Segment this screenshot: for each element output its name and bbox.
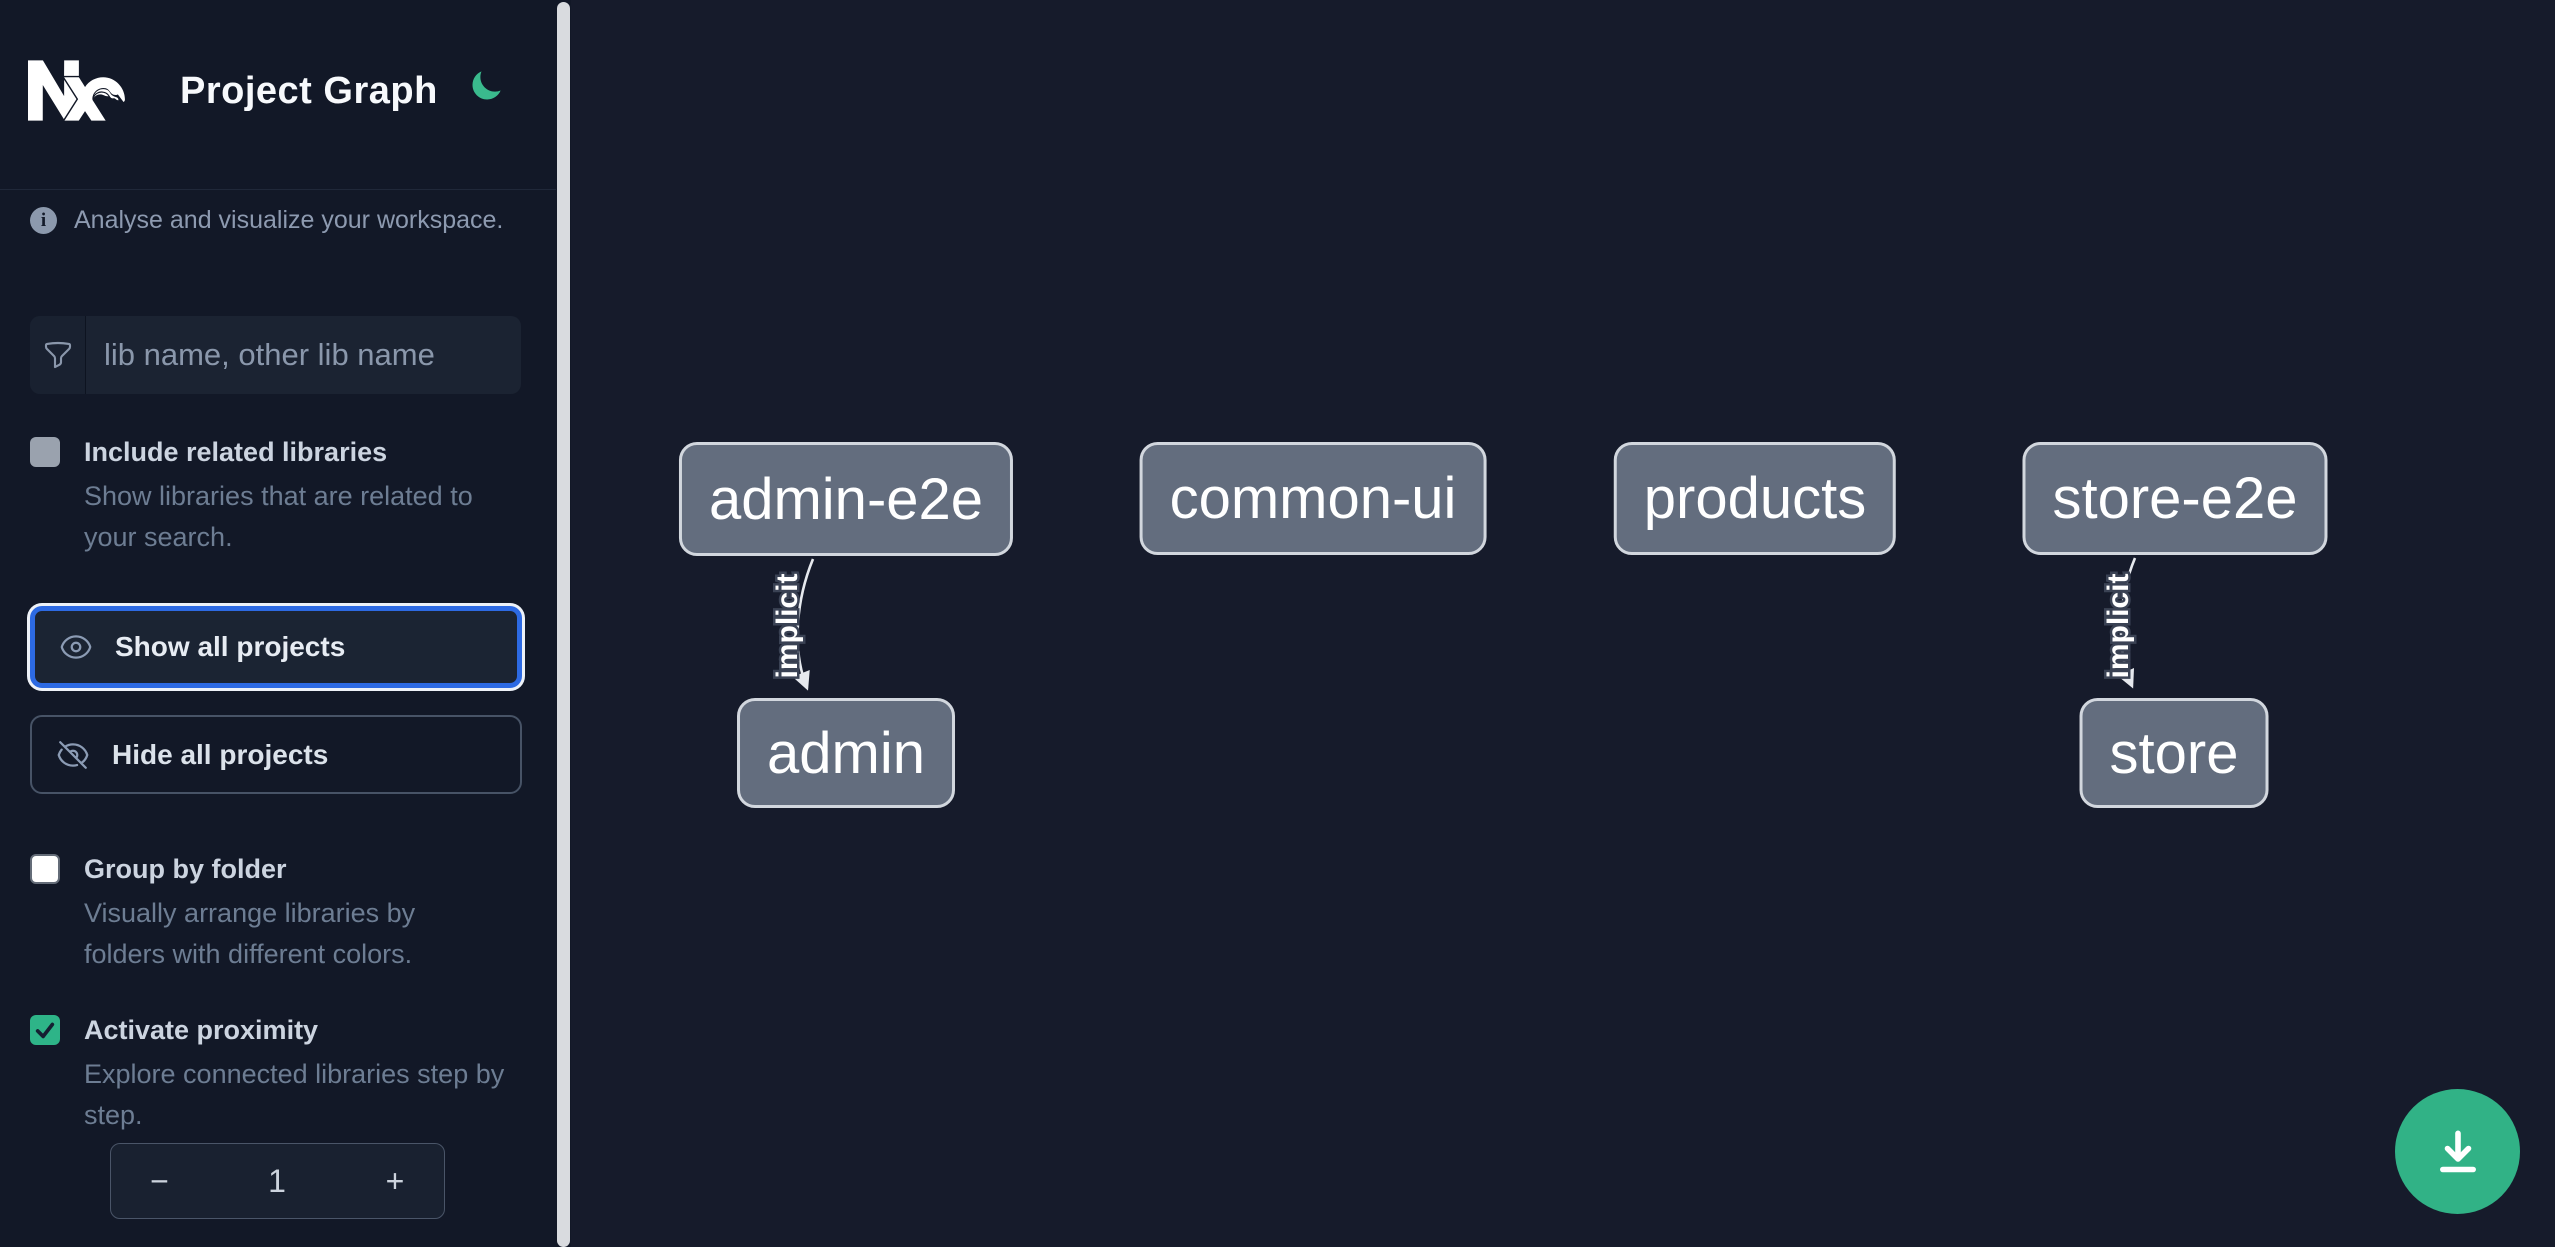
- activate-proximity-label: Activate proximity: [84, 1015, 319, 1045]
- eye-slash-icon: [57, 740, 89, 769]
- graph-node-store-e2e[interactable]: store-e2e: [2022, 442, 2328, 555]
- sidebar-scrollbar[interactable]: [557, 2, 570, 1247]
- include-related-label: Include related libraries: [84, 437, 388, 467]
- proximity-decrement-button[interactable]: −: [111, 1144, 208, 1218]
- check-icon: [35, 1022, 55, 1039]
- filter-box: [30, 316, 521, 394]
- sidebar: Project Graph i Analyse and visualize yo…: [0, 0, 571, 1247]
- sidebar-header: Project Graph: [0, 0, 556, 190]
- info-icon: i: [30, 207, 57, 234]
- group-by-folder-checkbox[interactable]: [30, 854, 60, 884]
- group-by-folder-row: Group by folder Visually arrange librari…: [30, 852, 530, 975]
- graph-node-admin-e2e[interactable]: admin-e2e: [678, 442, 1014, 556]
- show-all-projects-label: Show all projects: [115, 631, 346, 662]
- show-all-projects-button[interactable]: Show all projects: [30, 606, 522, 688]
- download-icon: [2439, 1130, 2476, 1172]
- filter-input[interactable]: [86, 316, 521, 394]
- hide-all-projects-label: Hide all projects: [112, 738, 329, 770]
- workspace-tagline-row: i Analyse and visualize your workspace.: [30, 206, 503, 235]
- proximity-stepper: − 1 +: [110, 1143, 445, 1219]
- moon-icon: [472, 71, 501, 100]
- graph-node-store[interactable]: store: [2079, 698, 2269, 808]
- graph-node-common-ui[interactable]: common-ui: [1139, 442, 1487, 555]
- include-related-description: Show libraries that are related to your …: [84, 481, 473, 552]
- graph-edge-admin-e2e->admin: [792, 558, 815, 691]
- graph-node-products[interactable]: products: [1613, 442, 1897, 555]
- download-image-button[interactable]: [2395, 1089, 2520, 1214]
- graph-edge-label: implicit: [771, 573, 804, 678]
- graph-canvas[interactable]: implicit implicit admin-e2e common-ui produ…: [571, 0, 2555, 1247]
- proximity-increment-button[interactable]: +: [346, 1144, 444, 1218]
- dark-mode-toggle[interactable]: [468, 68, 504, 104]
- graph-node-admin[interactable]: admin: [737, 698, 955, 808]
- graph-edge-label: implicit: [2102, 573, 2135, 678]
- graph-edges: implicit implicit: [768, 557, 2137, 691]
- funnel-icon: [30, 316, 86, 394]
- activate-proximity-row: Activate proximity Explore connected lib…: [30, 1013, 530, 1136]
- hide-all-projects-button[interactable]: Hide all projects: [30, 715, 522, 794]
- nx-logo-icon: [28, 60, 125, 121]
- page-title: Project Graph: [180, 70, 438, 112]
- activate-proximity-description: Explore connected libraries step by step…: [84, 1059, 505, 1130]
- proximity-value: 1: [268, 1162, 286, 1199]
- include-related-row: Include related libraries Show libraries…: [30, 435, 530, 558]
- graph-edge-store-e2e->store: [2117, 557, 2137, 689]
- include-related-checkbox[interactable]: [30, 437, 60, 467]
- group-by-folder-description: Visually arrange libraries by folders wi…: [84, 898, 416, 969]
- activate-proximity-checkbox[interactable]: [30, 1015, 60, 1045]
- group-by-folder-label: Group by folder: [84, 854, 287, 884]
- eye-icon: [60, 635, 92, 659]
- workspace-tagline: Analyse and visualize your workspace.: [74, 206, 504, 234]
